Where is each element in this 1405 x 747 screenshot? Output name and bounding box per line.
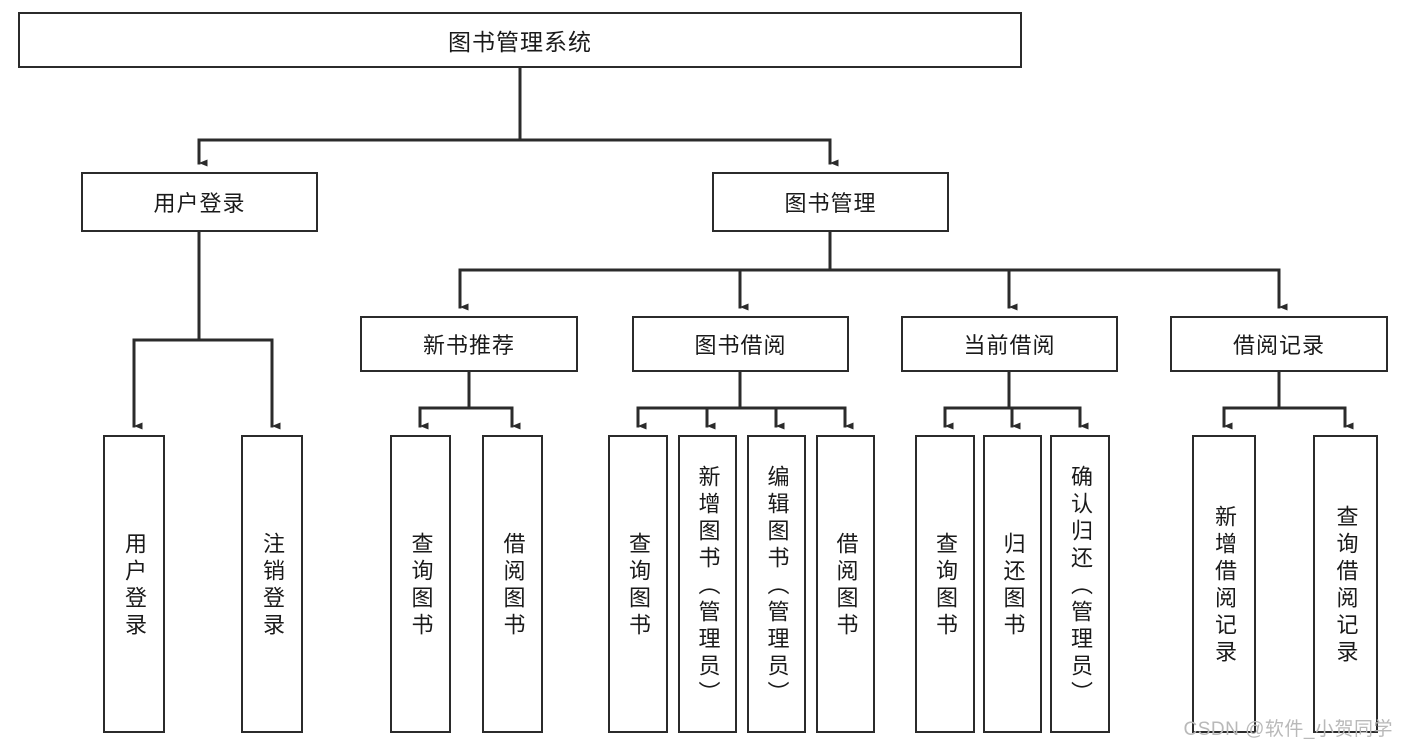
leaf-borrow-book-rec[interactable]: 借阅图书 [482,435,543,733]
node-root-system[interactable]: 图书管理系统 [18,12,1022,68]
leaf-return-book[interactable]: 归还图书 [983,435,1042,733]
leaf-query-book-borrow[interactable]: 查询图书 [608,435,668,733]
leaf-borrow-book[interactable]: 借阅图书 [816,435,875,733]
node-user-login[interactable]: 用户登录 [81,172,318,232]
leaf-logout[interactable]: 注销登录 [241,435,303,733]
leaf-edit-book-admin[interactable]: 编辑图书（管理员） [747,435,806,733]
leaf-query-book-current[interactable]: 查询图书 [915,435,975,733]
leaf-add-borrow-record[interactable]: 新增借阅记录 [1192,435,1256,733]
leaf-confirm-return-admin[interactable]: 确认归还（管理员） [1050,435,1110,733]
node-book-management[interactable]: 图书管理 [712,172,949,232]
leaf-add-book-admin[interactable]: 新增图书（管理员） [678,435,737,733]
node-book-borrow[interactable]: 图书借阅 [632,316,849,372]
leaf-query-borrow-record[interactable]: 查询借阅记录 [1313,435,1378,733]
node-current-borrow[interactable]: 当前借阅 [901,316,1118,372]
watermark: CSDN @软件_小贺同学 [1183,719,1393,740]
leaf-query-book-rec[interactable]: 查询图书 [390,435,451,733]
leaf-user-login[interactable]: 用户登录 [103,435,165,733]
node-new-book-recommend[interactable]: 新书推荐 [360,316,578,372]
node-borrow-record[interactable]: 借阅记录 [1170,316,1388,372]
